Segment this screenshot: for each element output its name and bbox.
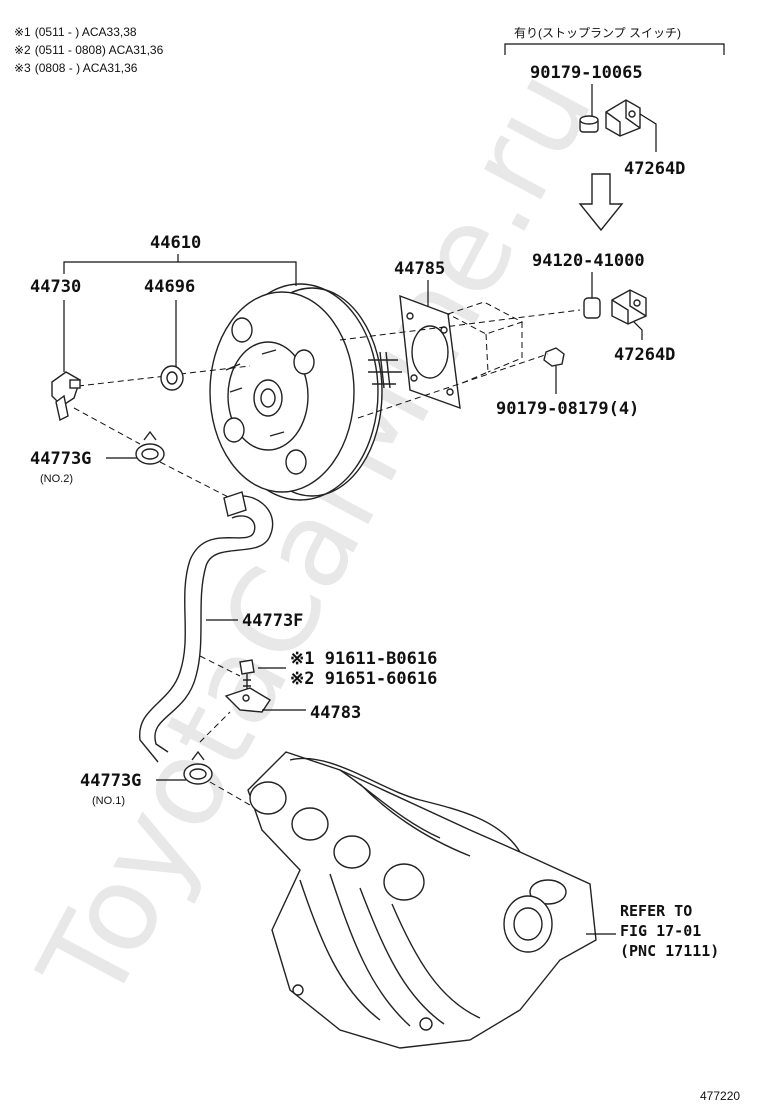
stop-lamp-note: 有り(ストップランプ スイッチ) [514, 26, 681, 40]
arrow-down-icon [578, 173, 624, 232]
hose-bracket [224, 687, 271, 713]
vacuum-hose [139, 491, 274, 763]
refer-line-1: REFER TO [620, 902, 692, 920]
note-3: ※3(0808 - ) ACA31,36 [14, 61, 138, 75]
label-91611: ※1 91611-B0616 [290, 649, 437, 669]
hose-clamp [135, 430, 165, 465]
label-44773f: 44773F [242, 611, 303, 631]
label-91651: ※2 91651-60616 [290, 669, 437, 689]
note-1: ※1(0511 - ) ACA33,38 [14, 25, 137, 39]
note-2: ※2(0511 - 0808) ACA31,36 [14, 43, 164, 57]
gasket [399, 294, 461, 410]
hose-dash-1 [73, 407, 235, 501]
bracket-icon-2 [611, 289, 647, 325]
nut-icon [579, 115, 599, 133]
label-44773g-no2: 44773G [30, 449, 91, 469]
refer-line-3: (PNC 17111) [620, 942, 719, 960]
hose-clamp-2 [183, 750, 213, 785]
label-44730: 44730 [30, 277, 81, 297]
refer-line-2: FIG 17-01 [620, 922, 701, 940]
label-44783: 44783 [310, 703, 361, 723]
bolt-dash-lines [199, 655, 241, 743]
stop-lamp-bracket [504, 43, 725, 55]
label-90179-10065: 90179-10065 [530, 63, 643, 83]
leader-44610 [63, 261, 297, 286]
label-47264d-top: 47264D [624, 159, 685, 179]
leader-47264d-top [639, 113, 657, 152]
brake-booster [209, 283, 402, 501]
label-90179-08179: 90179-08179(4) [496, 399, 639, 419]
label-44773g-no2-sub: (NO.2) [40, 473, 73, 485]
bolt [239, 659, 255, 692]
label-44785: 44785 [394, 259, 445, 279]
label-47264d-mid: 47264D [614, 345, 675, 365]
projection-lines [446, 301, 524, 385]
grommet [160, 365, 184, 391]
bracket-icon [605, 99, 641, 137]
label-44773g-no1-sub: (NO.1) [92, 795, 125, 807]
clip-nut-icon [583, 297, 601, 319]
label-44696: 44696 [144, 277, 195, 297]
check-valve [51, 371, 81, 422]
stud-nut-icon [543, 347, 565, 367]
label-44773g-no1: 44773G [80, 771, 141, 791]
assembly-dash-lines [77, 309, 581, 419]
diagram-id: 477220 [700, 1089, 740, 1103]
label-94120-41000: 94120-41000 [532, 251, 645, 271]
intake-manifold [247, 751, 597, 1049]
leader-47264d-mid [633, 321, 643, 340]
label-44610: 44610 [150, 233, 201, 253]
